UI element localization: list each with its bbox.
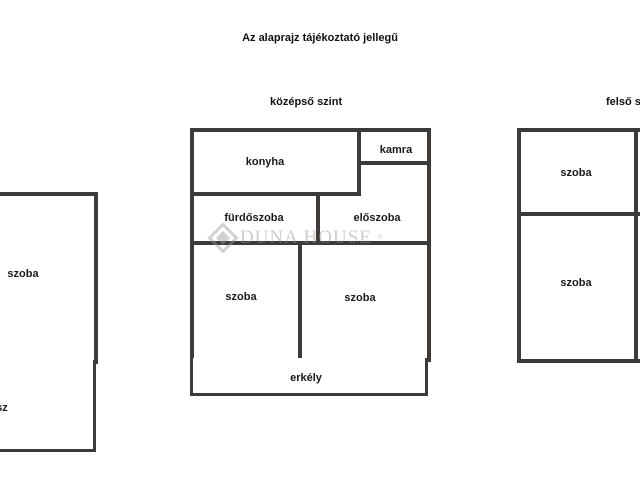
room-label-pantry: kamra xyxy=(379,144,413,156)
room-label-balcony: erkély xyxy=(290,372,322,384)
balcony-outline xyxy=(190,358,428,396)
room-label-room: szoba xyxy=(560,277,592,289)
left-room-upper xyxy=(0,192,98,364)
room-label-room: szoba xyxy=(225,291,257,303)
watermark-text: DUNA HOUSE xyxy=(240,227,372,248)
left-room-lower xyxy=(0,360,96,452)
right-level-title: felső s xyxy=(606,96,640,108)
room-label: szoba xyxy=(7,268,39,280)
wall-segment xyxy=(190,241,320,245)
right-outer-wall xyxy=(517,128,640,363)
wall-segment xyxy=(634,128,638,363)
room-label-bathroom: fürdőszoba xyxy=(224,212,284,224)
floorplan-caption: Az alaprajz tájékoztató jellegű xyxy=(242,32,398,44)
wall-segment xyxy=(298,241,302,362)
room-label: sz xyxy=(0,402,8,414)
room-label-room: szoba xyxy=(344,292,376,304)
room-label-room: szoba xyxy=(560,167,592,179)
room-label-hallway: előszoba xyxy=(353,212,401,224)
duna-house-logo-icon xyxy=(207,222,239,254)
duna-house-watermark: DUNA HOUSE ® xyxy=(207,222,383,254)
wall-segment xyxy=(316,192,320,244)
registered-mark: ® xyxy=(377,235,383,241)
wall-segment xyxy=(190,192,360,196)
middle-level-title: középső szint xyxy=(270,96,343,108)
room-label-kitchen: konyha xyxy=(245,156,285,168)
wall-segment xyxy=(357,161,431,165)
wall-segment xyxy=(517,212,640,216)
wall-segment xyxy=(298,241,431,245)
